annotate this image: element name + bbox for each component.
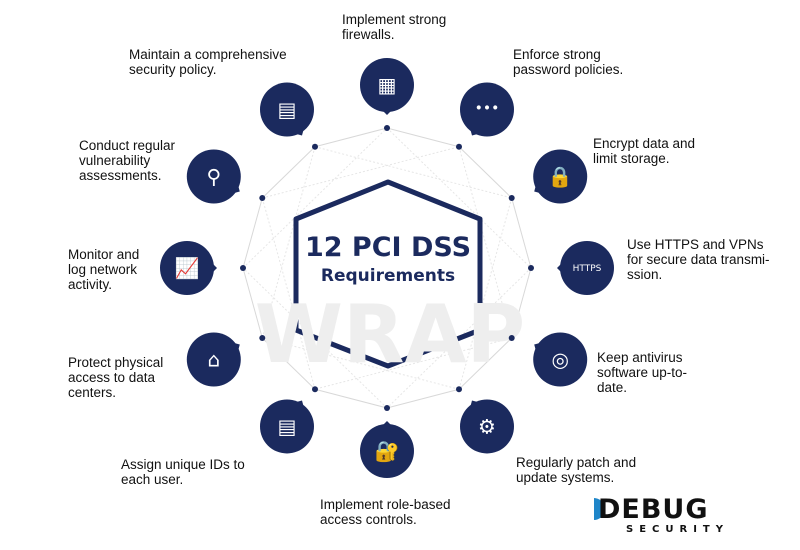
connector-dot <box>528 265 534 271</box>
label-patch: Regularly patch and update systems. <box>516 455 637 485</box>
connector-dot <box>384 405 390 411</box>
icon-bubble <box>186 332 241 387</box>
icon-bubble <box>460 399 514 454</box>
logo-tagline: SECURITY <box>626 524 729 535</box>
watermark: WRAP <box>255 288 525 381</box>
connector-line <box>242 127 388 269</box>
connector-line <box>242 197 263 269</box>
connector-line <box>261 197 316 390</box>
icon-bubble <box>260 82 314 137</box>
connector-line <box>314 127 388 148</box>
icon-bubble <box>533 332 588 387</box>
label-policy: Maintain a comprehensive security policy… <box>129 47 287 77</box>
label-physical: Protect physical access to data centers. <box>68 355 164 400</box>
logo-name: DEBUG <box>598 494 709 525</box>
requirement-node-6: ⚙ <box>456 386 514 454</box>
connector-line <box>261 146 316 339</box>
label-https: Use HTTPS and VPNs for secure data trans… <box>627 237 770 282</box>
connector-line <box>458 146 513 199</box>
connector-line <box>242 267 263 339</box>
label-antivirus: Keep antivirus software up-to-date. <box>597 350 688 395</box>
connector-line <box>386 127 460 148</box>
connector-dot <box>259 195 266 201</box>
label-unique-ids: Assign unique IDs to each user. <box>121 457 245 487</box>
connector-dot <box>312 143 318 150</box>
secure-building-icon: ⌂ <box>207 348 220 372</box>
connector-line <box>314 337 512 390</box>
label-passwords: Enforce strong password policies. <box>513 47 624 77</box>
connector-dot <box>456 143 462 150</box>
requirement-node-5: ◎ <box>508 332 588 387</box>
https-icon: HTTPS <box>573 264 602 274</box>
connector-line <box>458 146 513 339</box>
connector-dot <box>312 386 318 393</box>
label-monitor: Monitor and log network activity. <box>68 247 140 292</box>
diagram-title: 12 PCI DSS Requirements <box>296 232 480 288</box>
label-encrypt: Encrypt data and limit storage. <box>593 136 696 166</box>
requirement-node-10: 📈 <box>160 241 246 295</box>
connector-line <box>262 146 460 199</box>
requirement-node-2: ••• <box>456 82 514 150</box>
monitor-chart-icon: 📈 <box>175 256 200 280</box>
policy-document-icon: ▤ <box>278 98 297 122</box>
connector-line <box>261 337 316 390</box>
id-card-icon: ▤ <box>278 414 297 438</box>
update-gear-icon: ⚙ <box>478 414 496 438</box>
connector-line <box>262 337 460 390</box>
icon-bubble <box>533 149 588 204</box>
connector-dot <box>456 386 462 393</box>
password-icon: ••• <box>475 101 500 117</box>
lock-key-icon: 🔐 <box>375 439 400 463</box>
title-line-2: Requirements <box>320 266 456 286</box>
connector-dot <box>508 195 515 201</box>
requirement-node-11: ⚲ <box>186 149 266 204</box>
connector-dot <box>508 335 515 341</box>
encrypted-document-icon: 🔒 <box>548 165 573 189</box>
connector-line <box>314 146 512 199</box>
requirement-node-9: ⌂ <box>186 332 266 387</box>
icon-bubble <box>160 241 214 295</box>
antivirus-icon: ◎ <box>551 348 568 372</box>
requirement-node-3: 🔒 <box>508 149 588 204</box>
requirement-node-1: ▦ <box>360 58 414 131</box>
title-line-1: 12 PCI DSS <box>304 232 472 263</box>
label-rbac: Implement role-based access controls. <box>320 497 451 527</box>
connector-line <box>458 197 513 390</box>
icon-bubble <box>186 149 241 204</box>
label-vulnerability: Conduct regular vulnerability assessment… <box>79 138 176 183</box>
requirement-node-12: ▤ <box>260 82 318 150</box>
icon-bubble <box>560 241 614 295</box>
debug-security-logo: DEBUG SECURITY <box>590 496 740 535</box>
requirement-node-8: ▤ <box>260 386 318 454</box>
center-hexagon <box>293 179 483 369</box>
connector-line <box>314 388 388 409</box>
icon-bubble <box>360 424 414 478</box>
connector-line <box>511 197 532 269</box>
label-firewalls: Implement strong firewalls. <box>342 12 447 42</box>
connector-line <box>458 337 513 390</box>
connector-line <box>261 146 316 199</box>
connector-dot <box>384 125 390 131</box>
icon-bubble <box>460 82 514 137</box>
connector-dot <box>259 335 266 341</box>
connector-dot <box>240 265 246 271</box>
connector-line <box>386 127 532 269</box>
icon-bubble <box>360 58 414 112</box>
connector-line <box>386 388 460 409</box>
requirement-node-7: 🔐 <box>360 405 414 478</box>
vulnerability-scan-icon: ⚲ <box>206 165 221 189</box>
icon-bubble <box>260 399 314 454</box>
requirement-node-4: HTTPS <box>528 241 614 295</box>
connector-line <box>511 267 532 339</box>
firewall-icon: ▦ <box>378 73 397 97</box>
connector-lines <box>242 127 532 409</box>
